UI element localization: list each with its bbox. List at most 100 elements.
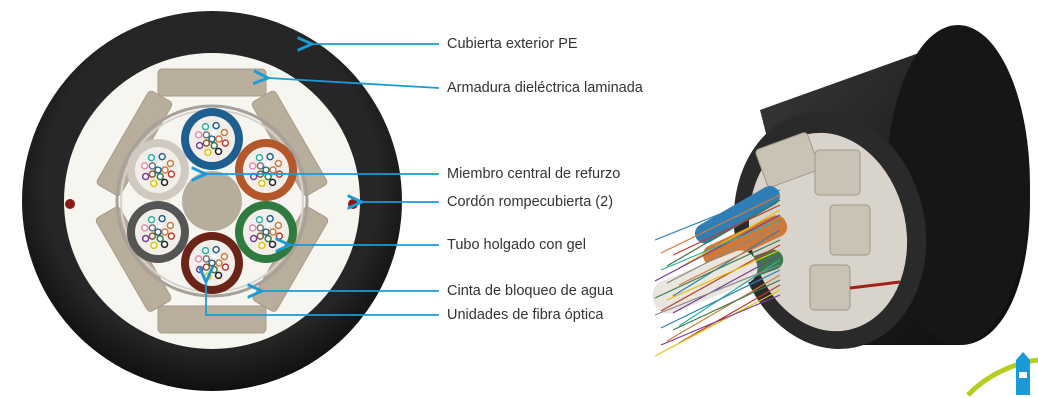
fiber-strand <box>666 199 781 267</box>
fiber-strand <box>666 249 781 301</box>
fiber-dot <box>264 159 272 168</box>
fiber-dot <box>167 170 176 178</box>
fiber-dot <box>166 159 175 168</box>
fiber-dot <box>258 179 266 188</box>
fiber-strand <box>660 294 781 346</box>
fiber-dot <box>158 152 166 161</box>
fiber-strand <box>660 219 781 271</box>
fiber-dot <box>274 221 283 230</box>
fiber-dot <box>269 166 277 174</box>
fiber-strand <box>654 214 781 282</box>
cross-section-icon <box>22 11 440 391</box>
fiber-dot <box>156 234 164 243</box>
cable-3d-icon <box>652 25 1030 357</box>
loose-tubes <box>127 108 297 294</box>
fiber-dot <box>202 263 211 271</box>
fiber-strand <box>660 244 781 312</box>
fiber-strand <box>672 204 781 256</box>
fiber-dot <box>210 252 218 261</box>
fiber-dot <box>140 224 149 232</box>
fiber-dot <box>195 265 204 274</box>
fiber-dot <box>249 234 258 243</box>
fiber-dot <box>212 245 220 254</box>
fiber-dot <box>214 147 223 156</box>
fiber-dot <box>221 263 230 271</box>
fiber-strand <box>672 279 781 331</box>
central-member <box>182 171 242 231</box>
fiber-strand <box>678 234 781 286</box>
fiber-dot <box>220 252 229 261</box>
fiber-strand <box>654 189 781 241</box>
fiber-dot <box>158 214 166 223</box>
fiber-strand <box>660 269 781 329</box>
fiber-dot <box>202 131 211 139</box>
fiber-dot <box>160 178 169 187</box>
fiber-dot <box>220 128 229 137</box>
fiber-dot <box>208 135 216 143</box>
fiber-dot <box>221 139 230 147</box>
fiber-strands <box>654 189 781 357</box>
fiber-dot <box>266 214 274 223</box>
fiber-dot <box>255 215 264 224</box>
fiber-dot <box>160 240 169 249</box>
label-water-tape: Cinta de bloqueo de agua <box>447 283 614 299</box>
fiber-dot <box>147 153 156 162</box>
fiber-dot <box>269 228 277 236</box>
fiber-strand <box>672 229 781 297</box>
fiber-dot <box>268 240 277 249</box>
fiber-dot <box>274 159 283 168</box>
fiber-dot <box>161 228 169 236</box>
fiber-dot <box>248 224 257 232</box>
fiber-dot <box>256 162 265 170</box>
fiber-dot <box>150 241 158 250</box>
fiber-dot <box>156 172 164 181</box>
fiber-dot <box>208 259 216 267</box>
fiber-dot <box>266 152 274 161</box>
fiber-dot <box>194 255 203 263</box>
fiber-strand <box>672 254 781 314</box>
fiber-dot <box>150 179 158 188</box>
fiber-dot <box>210 265 218 274</box>
fiber-dot <box>212 121 220 130</box>
label-outer-jacket: Cubierta exterior PE <box>447 36 578 52</box>
fiber-dot <box>210 128 218 137</box>
fiber-strand <box>678 209 781 269</box>
fiber-dot <box>275 232 284 240</box>
water-blocking-tape <box>115 104 309 298</box>
fiber-dot <box>156 221 164 230</box>
fiber-dot <box>256 224 265 232</box>
fiber-dot <box>201 246 210 255</box>
fiber-dot <box>255 153 264 162</box>
fiber-dot <box>202 139 211 147</box>
fiber-strand <box>654 289 781 357</box>
fiber-dot <box>167 232 176 240</box>
brand-logo-icon <box>966 352 1038 397</box>
fiber-strand <box>666 274 781 342</box>
fiber-dot <box>204 148 212 157</box>
label-central-member: Miembro central de refurzo <box>447 166 621 182</box>
fiber-dot <box>256 232 265 240</box>
fiber-dot <box>141 172 150 181</box>
fiber-dot <box>148 170 157 178</box>
fiber-dot <box>202 255 211 263</box>
fiber-dot <box>258 241 266 250</box>
label-ripcord: Cordón rompecubierta (2) <box>447 194 614 210</box>
fiber-strand <box>678 284 781 344</box>
label-armor: Armadura dieléctrica laminada <box>447 80 643 96</box>
fiber-dot <box>141 234 150 243</box>
fiber-dot <box>154 166 162 174</box>
fiber-dot <box>262 166 270 174</box>
fiber-strand <box>660 194 781 254</box>
fiber-dot <box>156 159 164 168</box>
fiber-dot <box>194 131 203 139</box>
fiber-strand <box>654 264 781 316</box>
fiber-strand <box>678 259 781 327</box>
fiber-dot <box>264 234 272 243</box>
leader-lines <box>206 44 440 316</box>
fiber-dot <box>154 228 162 236</box>
fiber-dot <box>214 271 223 280</box>
fiber-dot <box>204 272 212 281</box>
fiber-dot <box>201 122 210 131</box>
fiber-dot <box>248 162 257 170</box>
